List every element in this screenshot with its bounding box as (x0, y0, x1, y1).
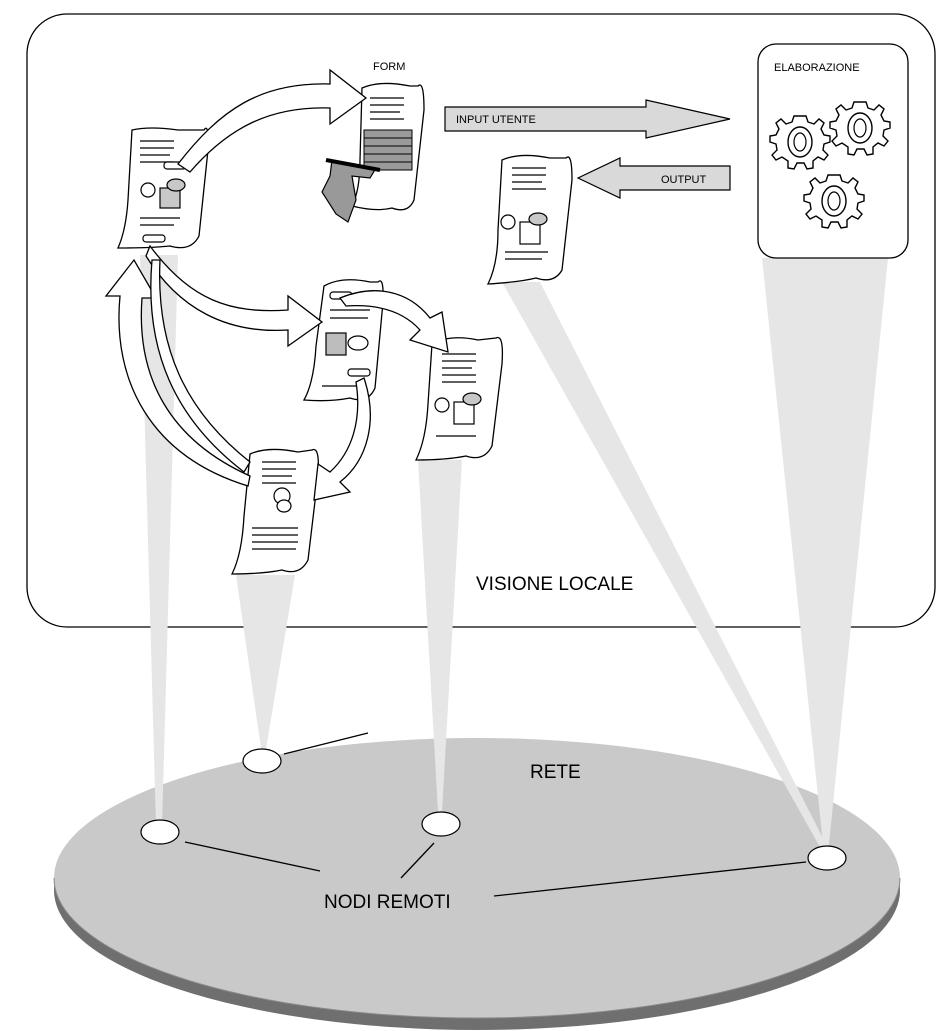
form-label: FORM (373, 61, 405, 73)
input-arrow (444, 99, 731, 139)
projection-beams (140, 255, 888, 856)
document-icon (321, 82, 425, 223)
curved-arrow-icon (150, 259, 251, 473)
output-arrow (576, 157, 731, 199)
hand-icon (321, 159, 377, 223)
node-connectors (184, 732, 807, 897)
curved-arrow-icon (177, 68, 368, 173)
curved-arrows (104, 68, 449, 501)
document-icon (414, 336, 504, 461)
remote-node-icon (242, 748, 282, 774)
remote-node-icon (140, 819, 180, 845)
visione-locale-label: VISIONE LOCALE (476, 574, 633, 595)
remote-node-icon (807, 845, 847, 871)
remote-nodes (140, 748, 847, 871)
input-utente-label: INPUT UTENTE (456, 114, 536, 126)
nodi-remoti-label: NODI REMOTI (324, 892, 451, 913)
rete-label: RETE (530, 762, 581, 783)
document-icon (486, 154, 573, 285)
output-label: OUTPUT (661, 174, 707, 186)
network-disc (53, 738, 901, 1030)
document-icon (302, 279, 384, 402)
elaborazione-box (757, 43, 909, 259)
document-icon (230, 448, 320, 575)
remote-node-icon (421, 811, 461, 837)
curved-arrow-icon (145, 244, 324, 348)
curved-arrow-icon (338, 290, 449, 353)
curved-arrow-icon (104, 258, 251, 487)
curved-arrow-icon (313, 377, 371, 501)
elaborazione-label: ELABORAZIONE (774, 62, 860, 74)
